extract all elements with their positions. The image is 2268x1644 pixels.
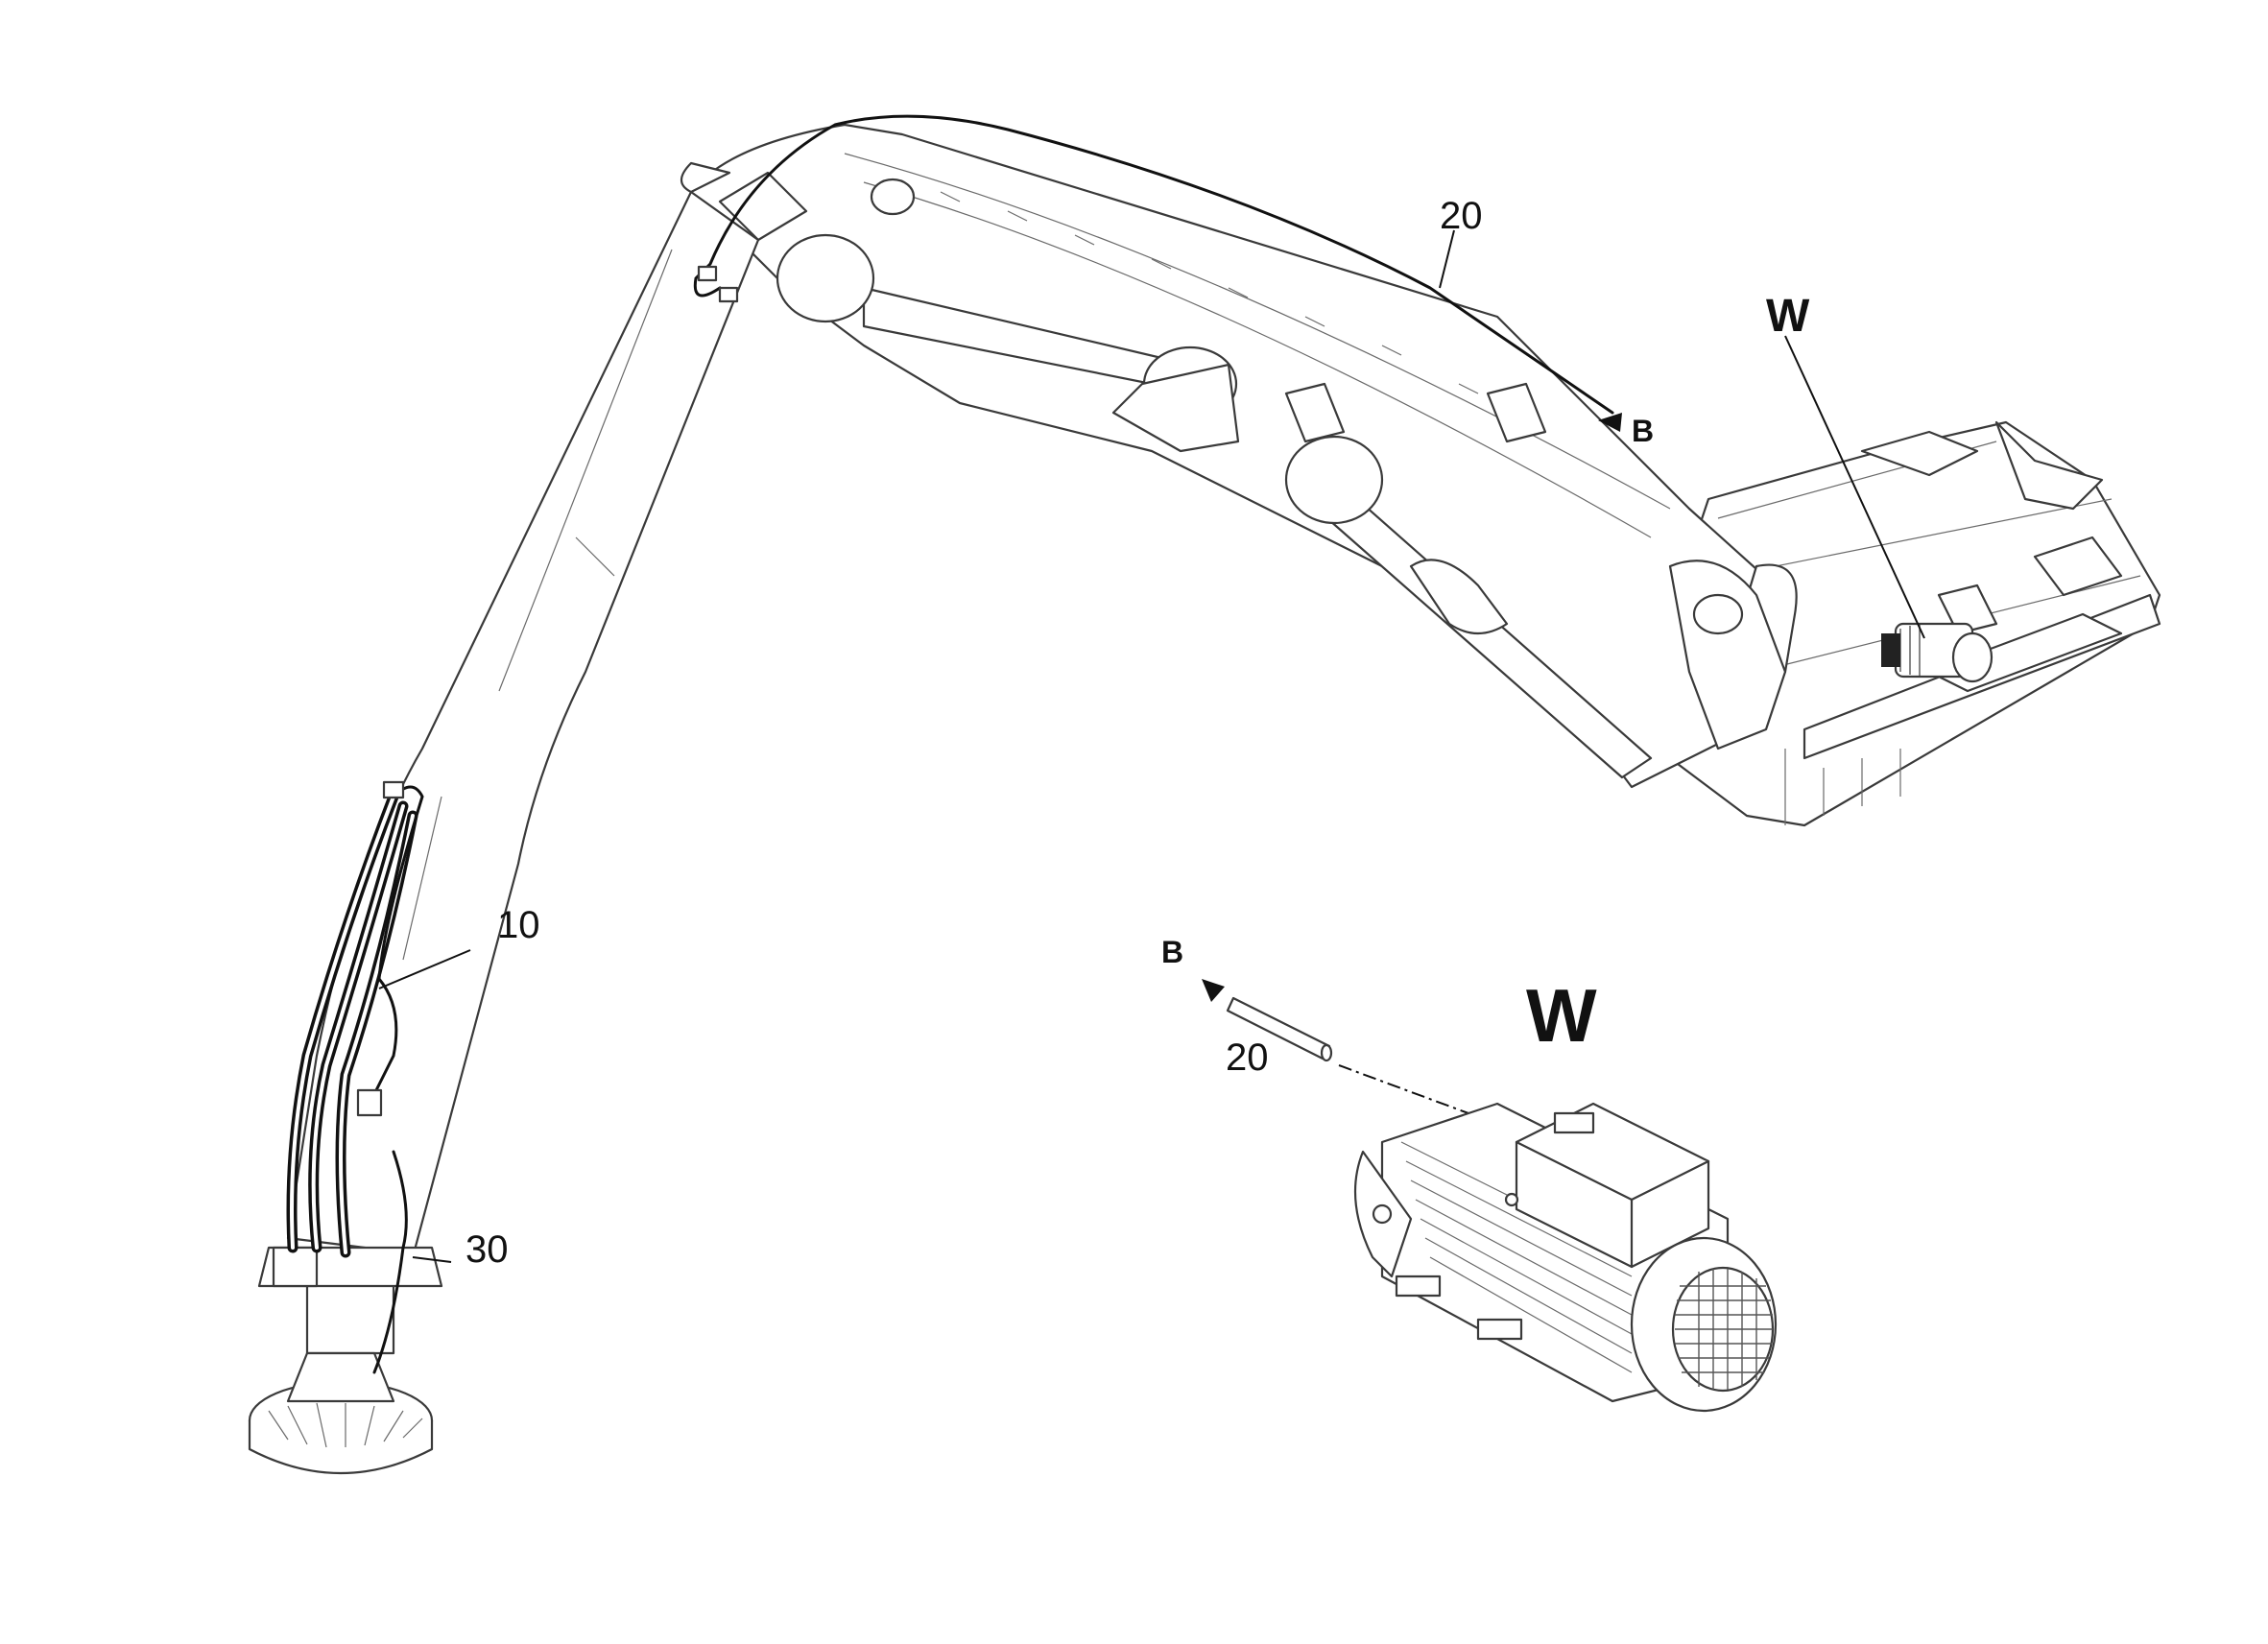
boom-lugs <box>718 171 1787 751</box>
arrow-b-top-label: B <box>1632 414 1654 448</box>
arrow-b-detail-label: B <box>1161 935 1183 969</box>
assembly-line <box>1338 1064 1469 1114</box>
cable-routing <box>286 114 1622 1374</box>
view-w-marker: W <box>1766 291 1810 342</box>
lower-boom <box>286 161 760 1259</box>
arrow-b-top <box>1598 413 1622 432</box>
cable-30 <box>372 1150 408 1374</box>
boom-assembly <box>248 123 2161 1474</box>
arrow-b-detail <box>1202 979 1225 1002</box>
upper-boom <box>689 123 1798 789</box>
callout-20-top: 20 <box>1440 195 1483 237</box>
motor-on-chassis <box>1881 622 1993 683</box>
slew-base <box>248 1246 443 1474</box>
callout-20-detail: 20 <box>1226 1036 1269 1079</box>
callout-30: 30 <box>466 1228 509 1271</box>
detail-view-w <box>1202 979 1778 1413</box>
cable-20-boom <box>693 114 1614 415</box>
cable-10 <box>372 785 424 1096</box>
electric-motor <box>1353 1102 1778 1413</box>
w-leader-line <box>1784 335 1925 639</box>
view-w-detail-title: W <box>1526 973 1597 1058</box>
callout-leaders <box>378 229 1455 1263</box>
hydraulic-cylinders <box>776 233 1653 779</box>
callout-10: 10 <box>497 904 540 946</box>
